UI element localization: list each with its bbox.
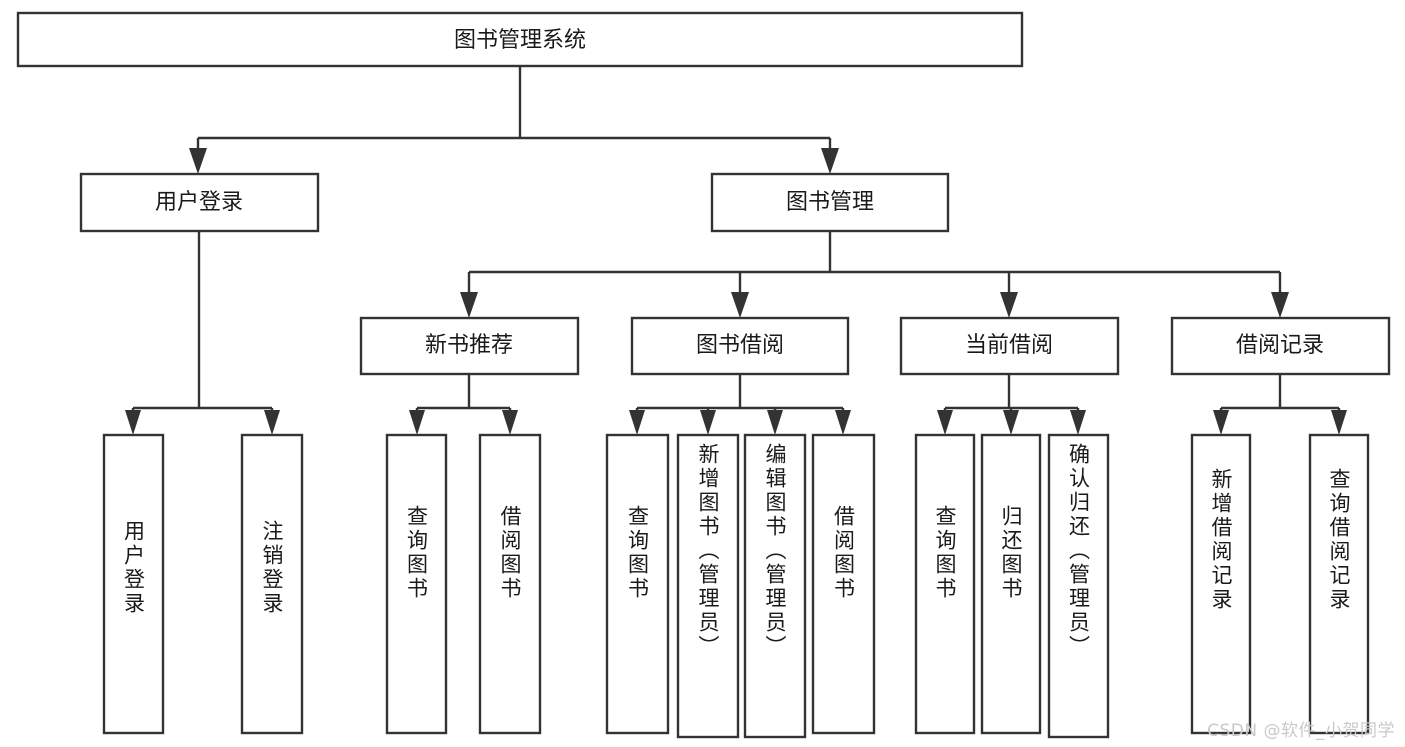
node-book-management[interactable]: 图书管理 [710,172,950,233]
arrowhead-book-borrow [731,292,749,318]
node-book-management-box[interactable] [710,172,950,233]
arrowhead-leaf-borrow-book-1 [502,410,518,435]
arrowhead-new-book-rec [460,292,478,318]
leaf-box-query-book-3[interactable] [914,433,976,735]
arrowhead-leaf-logout [264,410,280,435]
node-new-book-recommend-box[interactable] [359,316,580,376]
arrowhead-leaf-query-book-3 [937,410,953,435]
arrowhead-leaf-query-record [1331,410,1347,435]
connector-group-current-borrow [937,374,1086,435]
arrowhead-leaf-query-book-1 [409,410,425,435]
leaf-box-add-book[interactable] [676,433,740,739]
node-book-borrow-label: 图书借阅 [696,333,784,358]
node-book-borrow[interactable]: 图书借阅 [630,316,850,376]
node-book-management-label: 图书管理 [786,190,874,215]
arrowhead-leaf-add-book [700,410,716,435]
leaf-box-return-book[interactable] [980,433,1042,735]
node-borrow-record[interactable]: 借阅记录 [1170,316,1391,376]
node-new-book-recommend[interactable]: 新书推荐 [359,316,580,376]
node-borrow-record-label: 借阅记录 [1236,333,1324,358]
leaf-box-confirm-return[interactable] [1047,433,1110,739]
arrowhead-leaf-user-login [125,410,141,435]
leaf-box-query-book-1[interactable] [385,433,448,735]
connector-group-user-login [125,231,280,435]
leaf-box-query-borrow-record[interactable] [1308,433,1370,735]
node-user-login[interactable]: 用户登录 [79,172,320,233]
connector-group-borrow-record [1213,374,1347,435]
arrowhead-leaf-edit-book [767,410,783,435]
leaf-box-borrow-book-1[interactable] [478,433,542,735]
csdn-watermark: CSDN @软件_小贺同学 [1207,721,1395,741]
arrowhead-user-login [189,148,207,174]
arrowhead-current-borrow [1000,292,1018,318]
arrowhead-leaf-borrow-book-2 [835,410,851,435]
arrowhead-leaf-confirm-return [1070,410,1086,435]
node-book-borrow-box[interactable] [630,316,850,376]
arrowhead-borrow-record [1271,292,1289,318]
node-borrow-record-box[interactable] [1170,316,1391,376]
arrowhead-book-mgmt [821,148,839,174]
node-user-login-box[interactable] [79,172,320,233]
leaf-box-borrow-book-2[interactable] [811,433,876,735]
arrowhead-leaf-return-book [1003,410,1019,435]
node-root[interactable]: 图书管理系统 [16,11,1024,68]
leaf-box-logout[interactable] [240,433,304,735]
connector-group-book-management [460,231,1289,318]
connector-group-new-book-rec [409,374,518,435]
node-current-borrow[interactable]: 当前借阅 [899,316,1120,376]
leaf-box-query-book-2[interactable] [605,433,670,735]
node-current-borrow-label: 当前借阅 [965,333,1053,358]
leaf-box-edit-book[interactable] [743,433,807,739]
node-root-box[interactable] [16,11,1024,68]
node-current-borrow-box[interactable] [899,316,1120,376]
arrowhead-leaf-query-book-2 [629,410,645,435]
leaf-box-user-login[interactable] [102,433,165,735]
arrowhead-leaf-add-record [1213,410,1229,435]
node-new-book-recommend-label: 新书推荐 [425,333,513,358]
node-root-label: 图书管理系统 [454,28,586,53]
connector-group-root [189,66,839,174]
connector-group-book-borrow [629,374,851,435]
leaf-box-add-borrow-record[interactable] [1190,433,1252,735]
node-user-login-label: 用户登录 [155,190,243,215]
